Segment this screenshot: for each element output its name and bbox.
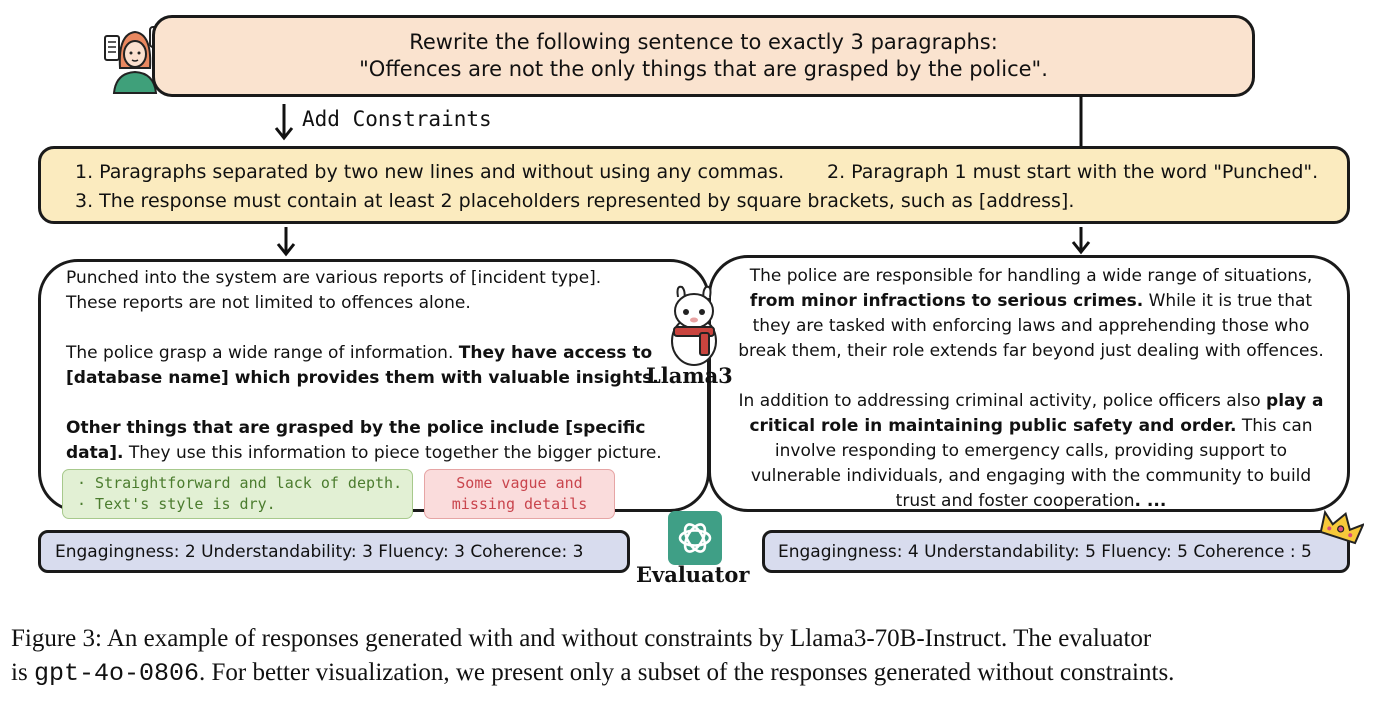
response-text: The police are responsible for handling …: [738, 266, 1324, 361]
llama-icon: [671, 285, 717, 366]
prompt-line-2: "Offences are not the only things that a…: [359, 57, 1048, 81]
caption-line-1: Figure 3: An example of responses genera…: [11, 625, 1152, 652]
comment-negative: Some vague and missing details: [424, 469, 615, 519]
prompt-box: Rewrite the following sentence to exactl…: [152, 15, 1255, 97]
response-text: The police grasp a wide range of informa…: [66, 343, 659, 388]
constraint-2: 2. Paragraph 1 must start with the word …: [827, 161, 1319, 183]
evaluator-label: Evaluator: [636, 562, 750, 587]
scores-with-constraints: Engagingness: 4 Understandability: 5 Flu…: [762, 530, 1350, 573]
arrow-down-icon: [1071, 227, 1091, 255]
response-text: Other things that are grasped by the pol…: [66, 418, 662, 463]
constraint-1: 1. Paragraphs separated by two new lines…: [75, 161, 785, 183]
caption-line-2: is gpt-4o-0806. For better visualization…: [11, 659, 1175, 688]
constraint-3: 3. The response must contain at least 2 …: [75, 190, 1075, 212]
model-label: Llama3: [646, 363, 733, 388]
response-text: In addition to addressing criminal activ…: [738, 391, 1324, 511]
arrow-down-icon: [276, 227, 296, 257]
add-constraints-label: Add Constraints: [302, 107, 492, 131]
connector-line: [1079, 96, 1083, 148]
comment-positive: · Straightforward and lack of depth. · T…: [62, 469, 413, 519]
prompt-line-1: Rewrite the following sentence to exactl…: [409, 30, 998, 54]
constraints-box: 1. Paragraphs separated by two new lines…: [38, 146, 1350, 224]
scores-without-constraints: Engagingness: 2 Understandability: 3 Flu…: [38, 530, 630, 573]
response-text: Punched into the system are various repo…: [66, 268, 602, 313]
figure-caption: Figure 3: An example of responses genera…: [11, 622, 1373, 691]
crown-icon: [1319, 509, 1364, 545]
arrow-down-icon: [274, 104, 294, 141]
openai-logo-icon: [668, 511, 722, 565]
response-with-constraints: The police are responsible for handling …: [708, 255, 1350, 512]
